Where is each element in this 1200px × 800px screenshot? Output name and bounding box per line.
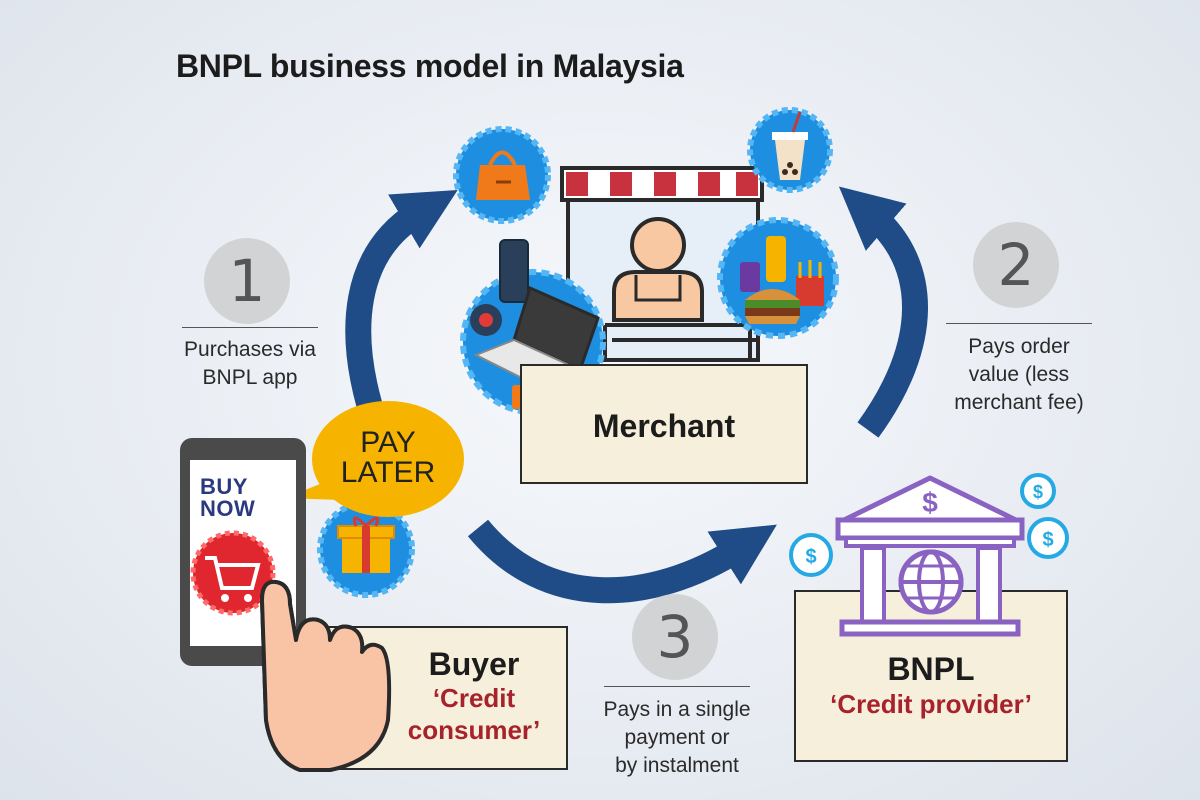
phone-text: BUY NOW xyxy=(200,476,255,520)
buy-label: BUY xyxy=(200,474,248,499)
bubble-tea-icon xyxy=(772,111,808,180)
step-1-number: 1 xyxy=(204,238,290,324)
merchant-label: Merchant xyxy=(592,408,736,444)
now-label: NOW xyxy=(200,496,256,521)
svg-text:$: $ xyxy=(1042,529,1053,551)
step-3-number: 3 xyxy=(632,594,718,680)
handbag-badge xyxy=(453,126,551,224)
step-3-line-1: Pays in a single xyxy=(603,698,751,721)
step-2-text: Pays order value (less merchant fee) xyxy=(928,333,1110,417)
pay-label: PAY xyxy=(360,426,416,459)
step-3-text: Pays in a single payment or by instalmen… xyxy=(582,696,772,780)
cart-icon xyxy=(205,556,261,602)
step-1-line-2: BNPL app xyxy=(202,366,298,389)
food-icon xyxy=(740,236,824,324)
bnpl-role: ‘Credit provider’ xyxy=(830,689,1032,719)
merchant-box: Merchant xyxy=(520,364,808,484)
step-3-rule xyxy=(604,686,750,687)
coin-icon: $ xyxy=(1020,473,1056,509)
gift-badge xyxy=(317,500,415,598)
bnpl-box: BNPL ‘Credit provider’ xyxy=(794,590,1068,762)
coin-icon: $ xyxy=(789,533,833,577)
awning xyxy=(560,166,764,202)
buyer-label: Buyer xyxy=(428,646,520,682)
step-3-line-2: payment or xyxy=(624,726,730,749)
coin-icon: $ xyxy=(1027,517,1069,559)
buyer-box: Buyer ‘Credit consumer’ xyxy=(302,626,568,770)
buyer-role-line-1: ‘Credit xyxy=(432,683,516,713)
step-2-line-3: merchant fee) xyxy=(954,391,1084,414)
buyer-role-line-2: consumer’ xyxy=(407,715,541,745)
svg-text:$: $ xyxy=(1033,482,1043,502)
cart-badge xyxy=(190,530,276,616)
later-label: LATER xyxy=(340,456,436,489)
bubble-tea-badge xyxy=(747,107,833,193)
arrow-buyer-to-merchant xyxy=(345,189,458,437)
step-3-line-3: by instalment xyxy=(615,754,739,777)
merchant-person-icon xyxy=(612,217,704,322)
step-2-line-2: value (less xyxy=(968,363,1070,386)
food-badge xyxy=(717,217,839,339)
bnpl-label: BNPL xyxy=(887,651,975,687)
svg-text:$: $ xyxy=(805,546,816,568)
step-2-line-1: Pays order xyxy=(968,335,1070,358)
step-1-line-1: Purchases via xyxy=(184,338,316,361)
bank-dollar-sign: $ xyxy=(922,487,938,518)
gift-icon xyxy=(337,516,395,573)
diagram-title: BNPL business model in Malaysia xyxy=(176,48,684,84)
step-1-rule xyxy=(182,327,318,328)
step-2-rule xyxy=(946,323,1092,324)
step-1-text: Purchases via BNPL app xyxy=(160,336,340,392)
handbag-icon xyxy=(476,150,530,200)
speech-bubble-text: PAY LATER xyxy=(328,428,448,488)
arrow-bnpl-to-merchant xyxy=(838,186,928,438)
arrow-buyer-to-bnpl xyxy=(467,519,777,604)
step-2-number: 2 xyxy=(973,222,1059,308)
